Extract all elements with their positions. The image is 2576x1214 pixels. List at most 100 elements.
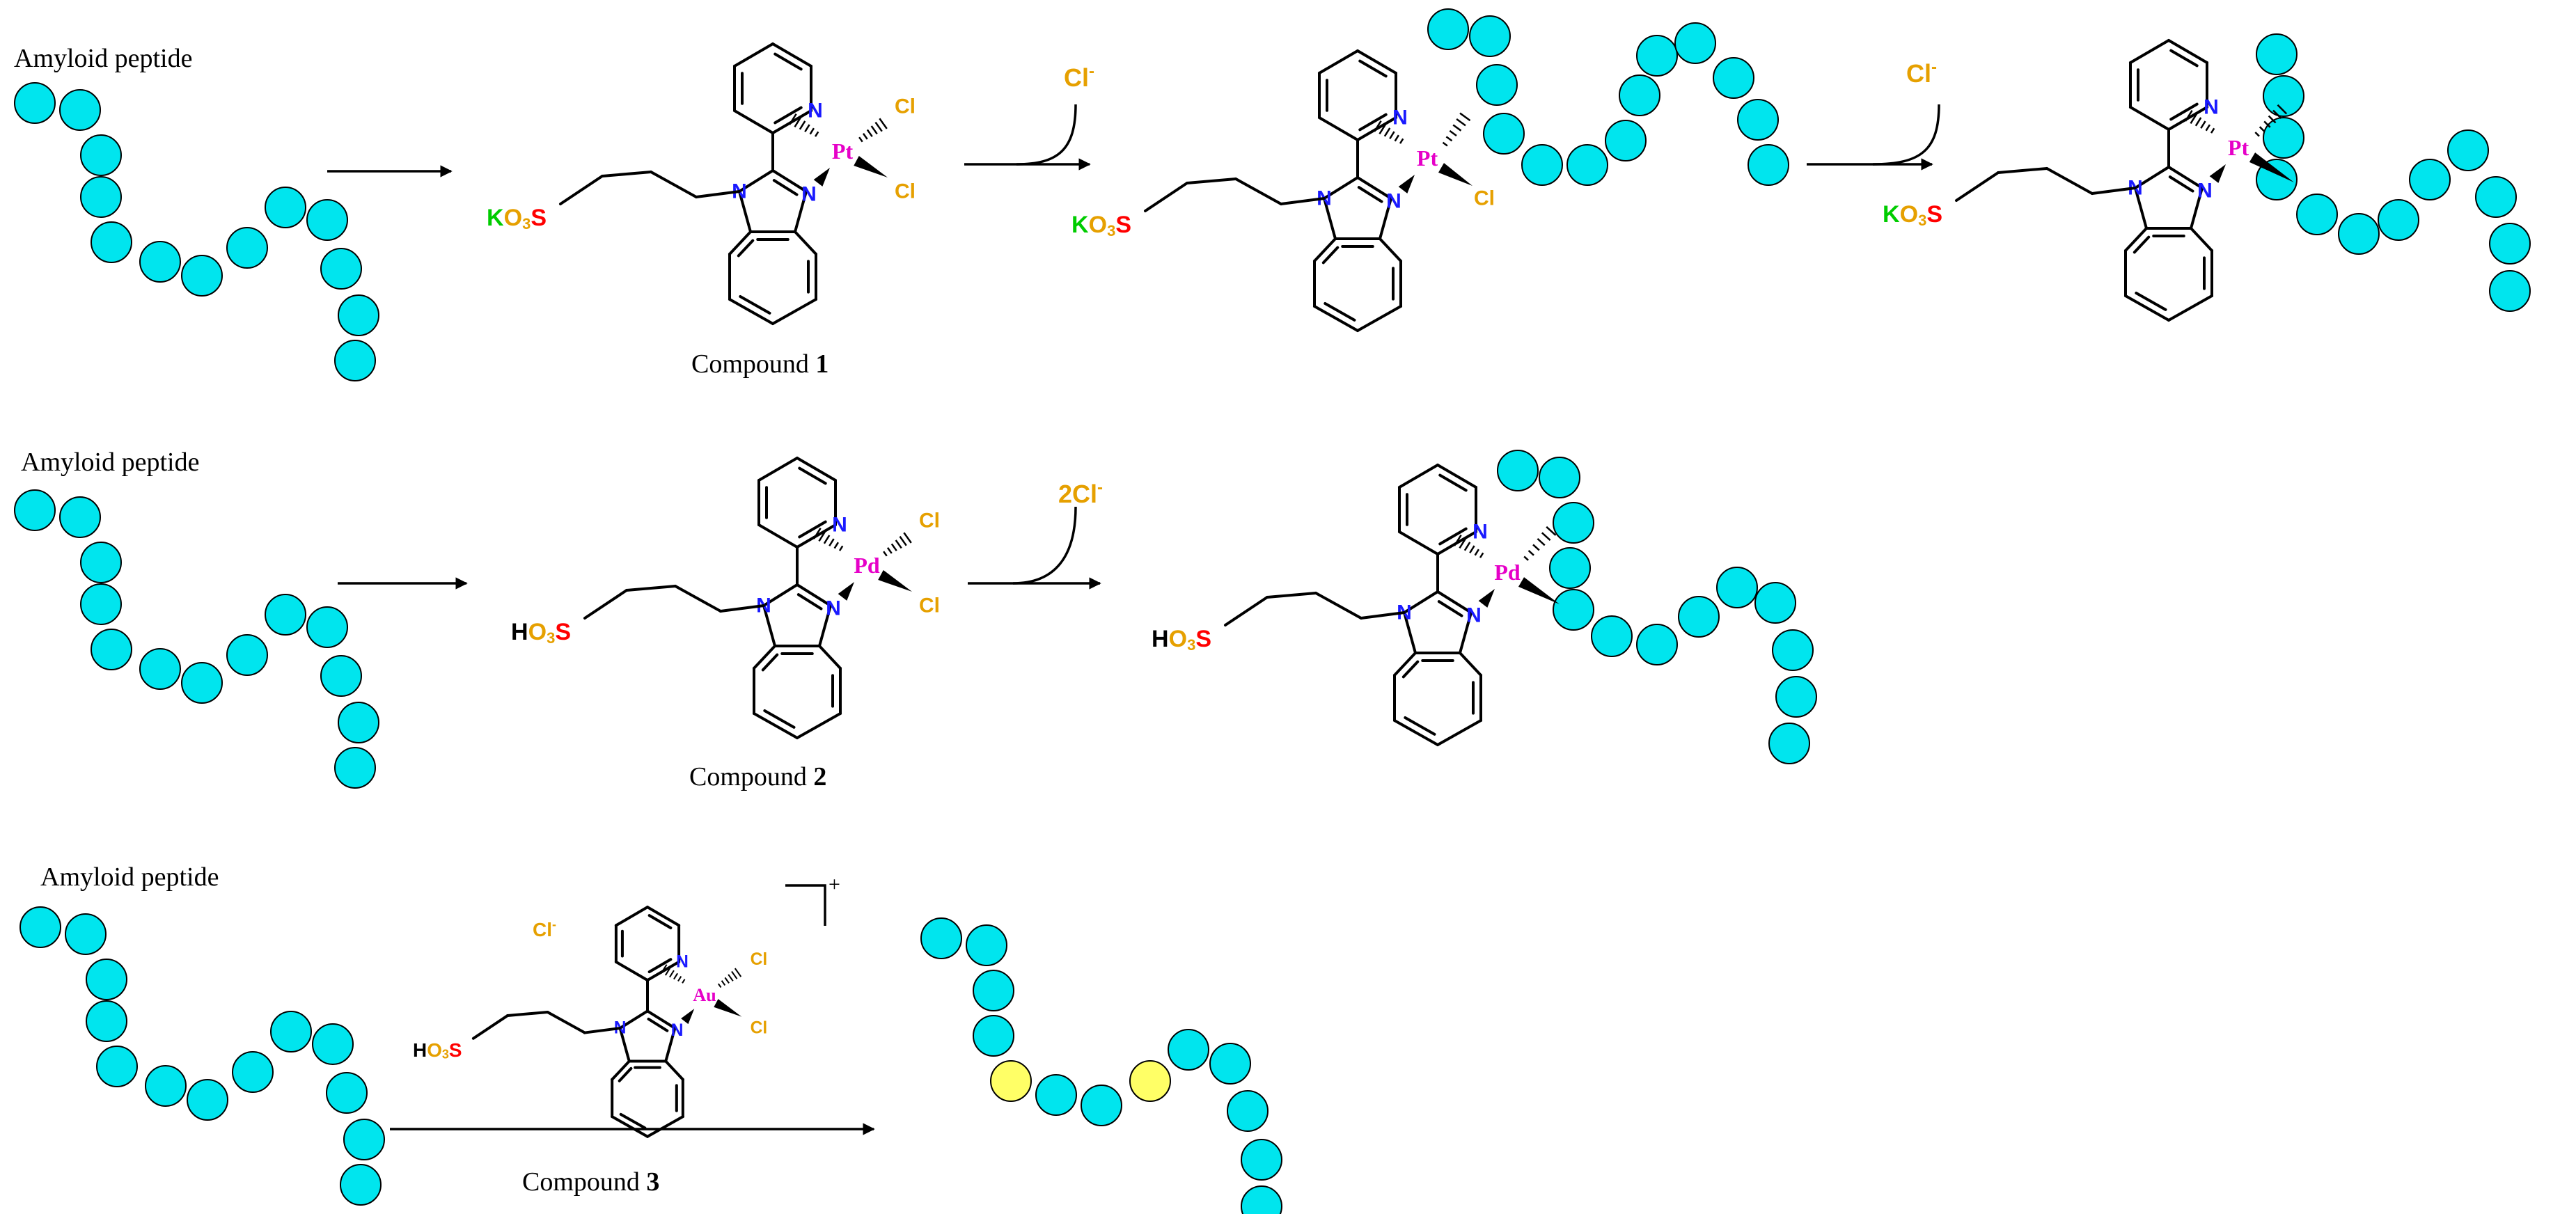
bond	[646, 1115, 684, 1138]
compound-2-label: Compound 2	[689, 762, 826, 791]
hashed-bond	[1389, 131, 1395, 139]
peptide-bead	[334, 340, 376, 381]
peptide-bead	[1737, 99, 1779, 141]
hashed-bond	[717, 983, 722, 988]
peptide-bead	[2338, 213, 2380, 255]
peptide-bead	[2263, 117, 2304, 159]
peptide-bead	[2409, 159, 2451, 200]
bond	[753, 645, 776, 670]
peptide-bead	[1483, 113, 1525, 155]
hashed-bond	[1541, 532, 1551, 542]
wedge-bond	[838, 582, 854, 601]
hashed-bond	[2254, 132, 2260, 137]
peptide-bead	[1539, 457, 1580, 498]
peptide-bead	[1566, 144, 1608, 186]
peptide-bead	[2489, 223, 2531, 265]
double-bond	[647, 1017, 669, 1032]
bond	[1318, 49, 1359, 74]
hashed-bond	[1454, 534, 1462, 546]
bond	[1323, 197, 1337, 240]
pyridine-nitrogen: N	[808, 100, 823, 123]
bond	[2190, 227, 2213, 252]
peptide-bead	[1241, 1139, 1282, 1181]
hashed-bond	[2259, 126, 2265, 133]
released-chloride-row1-step3: Cl-	[1906, 58, 1937, 88]
peptide-bead	[2475, 176, 2517, 218]
chloride-ligand: Cl	[919, 594, 940, 617]
bond	[796, 583, 832, 607]
peptide-bead	[19, 906, 61, 948]
metal-center: Pd	[854, 553, 880, 578]
bond	[625, 585, 677, 592]
hashed-bond	[828, 538, 835, 546]
peptide-bead	[306, 606, 348, 648]
bond	[1186, 178, 1237, 184]
wedge-bond	[1438, 163, 1472, 186]
hashed-bond	[2190, 113, 2198, 125]
peptide-bead	[973, 970, 1014, 1011]
sulfonate-group: KO3S	[487, 205, 547, 232]
peptide-bead	[973, 1015, 1014, 1057]
peptide-bead	[1754, 582, 1796, 624]
peptide-bead	[2447, 129, 2489, 171]
peptide-bead	[86, 1000, 127, 1042]
peptide-bead	[1553, 502, 1594, 544]
double-bond	[2133, 235, 2151, 254]
bond	[733, 42, 774, 68]
double-bond	[2169, 49, 2199, 68]
peptide-bead	[145, 1065, 187, 1107]
imidazole-nitrogen-3: N	[1466, 604, 1482, 627]
double-bond	[763, 709, 796, 729]
peptide-bead	[306, 199, 348, 241]
hashed-bond	[1442, 141, 1448, 147]
hashed-bond	[668, 970, 675, 978]
hashed-bond	[1523, 555, 1529, 561]
chloride-ligand: Cl	[895, 95, 916, 118]
bond	[2167, 166, 2204, 189]
bond	[1318, 116, 1359, 141]
wedge-bond	[714, 999, 742, 1017]
peptide-chain-row1-free	[14, 82, 379, 381]
hashed-bond	[721, 980, 726, 986]
hashed-bond	[838, 545, 844, 551]
bond	[695, 190, 741, 198]
peptide-bead	[1209, 1043, 1251, 1085]
complex-bracket	[785, 884, 826, 926]
chloride-ligand: Cl	[751, 1019, 768, 1038]
peptide-bead	[1713, 57, 1754, 99]
hashed-bond	[886, 547, 893, 554]
bond	[1403, 611, 1417, 654]
peptide-bead	[2378, 199, 2419, 241]
hashed-bond	[1546, 526, 1557, 536]
bond	[674, 585, 722, 613]
pyridine-nitrogen: N	[676, 952, 689, 971]
bond	[794, 190, 808, 233]
bond	[757, 457, 799, 482]
bond	[1379, 197, 1392, 240]
bond	[618, 1009, 649, 1030]
double-bond	[1404, 716, 1436, 736]
bond	[471, 1014, 510, 1040]
compound-1-label: Compound 1	[691, 349, 828, 379]
hashed-bond	[809, 127, 815, 135]
double-bond	[772, 179, 799, 196]
wedge-bond	[2249, 152, 2294, 182]
peptide-bead	[65, 913, 107, 955]
double-bond	[739, 295, 771, 315]
peptide-bead	[1521, 144, 1563, 186]
chloride-ligand: Cl	[751, 950, 768, 969]
peptide-bead	[1549, 547, 1591, 589]
peptide-chain-row2-bound	[1497, 450, 1817, 764]
hashed-bond	[2272, 109, 2282, 119]
peptide-bead	[187, 1079, 228, 1121]
imidazole-nitrogen-3: N	[671, 1021, 684, 1040]
imidazole-nitrogen-3: N	[2197, 180, 2213, 203]
double-bond	[619, 1112, 647, 1130]
double-bond	[2135, 292, 2167, 311]
bond	[733, 109, 774, 134]
peptide-bead	[1081, 1085, 1122, 1126]
hashed-bond	[2210, 127, 2215, 134]
hashed-bond	[2268, 115, 2277, 124]
peptide-bead	[91, 221, 132, 263]
